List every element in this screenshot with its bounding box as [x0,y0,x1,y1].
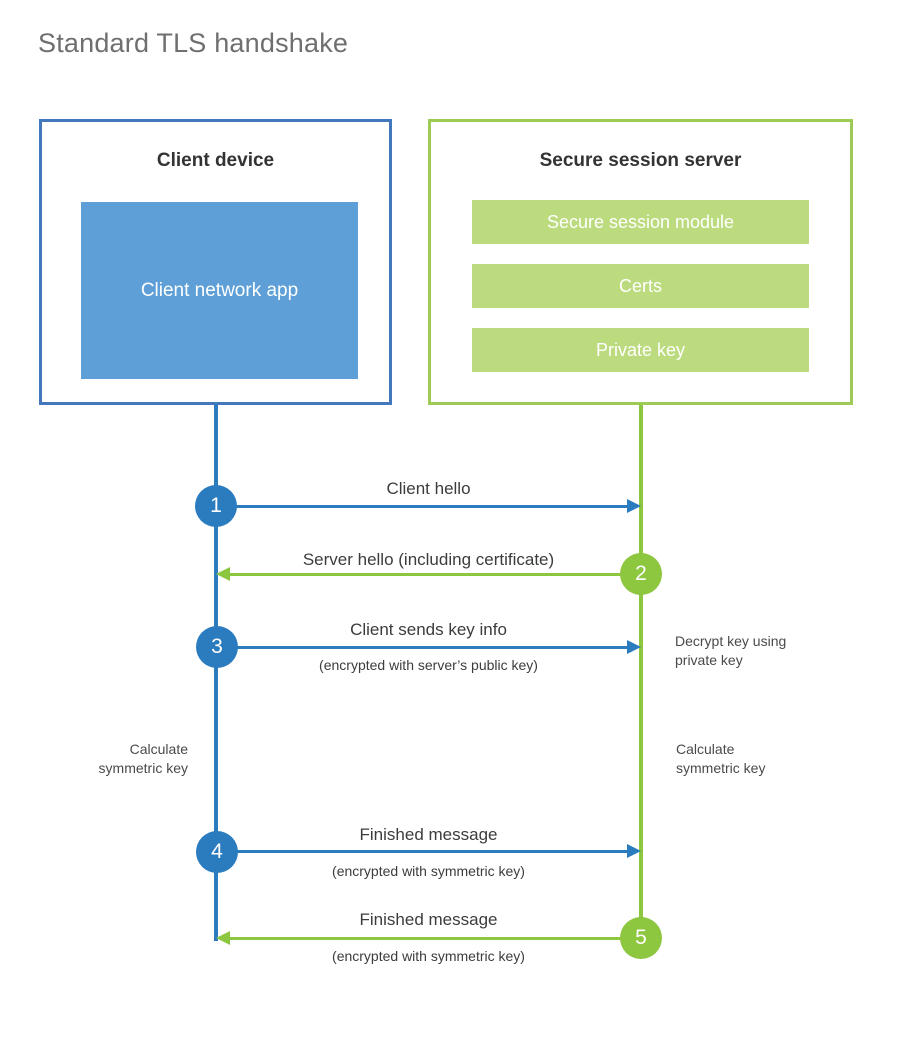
note-decrypt-key-line2: private key [675,651,743,668]
server-block-certs: Certs [472,264,809,308]
step-4-sublabel: (encrypted with symmetric key) [332,863,525,879]
step-1-badge[interactable]: 1 [195,485,237,527]
step-5-sublabel: (encrypted with symmetric key) [332,948,525,964]
page-title: Standard TLS handshake [38,28,349,58]
step-5-badge[interactable]: 5 [620,917,662,959]
step-2-badge[interactable]: 2 [620,553,662,595]
server-block-secure-session-module: Secure session module [472,200,809,244]
step-4-badge[interactable]: 4 [196,831,238,873]
step-4-label: Finished message [359,825,498,844]
step-2-arrow-head-icon [216,567,230,581]
step-3-sublabel: (encrypted with server’s public key) [319,657,538,673]
step-3-badge[interactable]: 3 [196,626,238,668]
step-4-arrow-line [216,850,628,853]
step-3-arrow-line [216,646,628,649]
step-1-arrow-head-icon [627,499,641,513]
client-device-title: Client device [156,150,275,171]
step-4-arrow-head-icon [627,844,641,858]
secure-session-server-box: Secure session server Secure session mod… [428,119,853,405]
step-5-arrow-line [229,937,641,940]
client-network-app-block: Client network app [81,202,358,379]
step-2-arrow-line [229,573,641,576]
note-calc-client-line1: Calculate [129,741,188,757]
step-2-label: Server hello (including certificate) [302,550,555,569]
server-block-private-key: Private key [472,328,809,372]
secure-session-server-title: Secure session server [539,150,742,171]
note-decrypt-key-line1: Decrypt key using [675,633,787,649]
step-5-arrow-head-icon [216,931,230,945]
server-lifeline [639,405,643,941]
step-3-label: Client sends key info [350,620,507,639]
client-lifeline [214,405,218,941]
note-calc-server-line1: Calculate [676,741,735,757]
client-device-box: Client device Client network app [39,119,392,405]
step-1-arrow-line [216,505,628,508]
note-calc-server-line2: symmetric key [676,759,766,776]
note-decrypt-key: Decrypt key using private key [675,632,855,670]
note-calculate-symmetric-key-client: Calculate symmetric key [48,740,188,778]
step-3-arrow-head-icon [627,640,641,654]
note-calculate-symmetric-key-server: Calculate symmetric key [676,740,856,778]
note-calc-client-line2: symmetric key [98,759,188,776]
step-1-label: Client hello [386,479,471,498]
step-5-label: Finished message [359,910,498,929]
